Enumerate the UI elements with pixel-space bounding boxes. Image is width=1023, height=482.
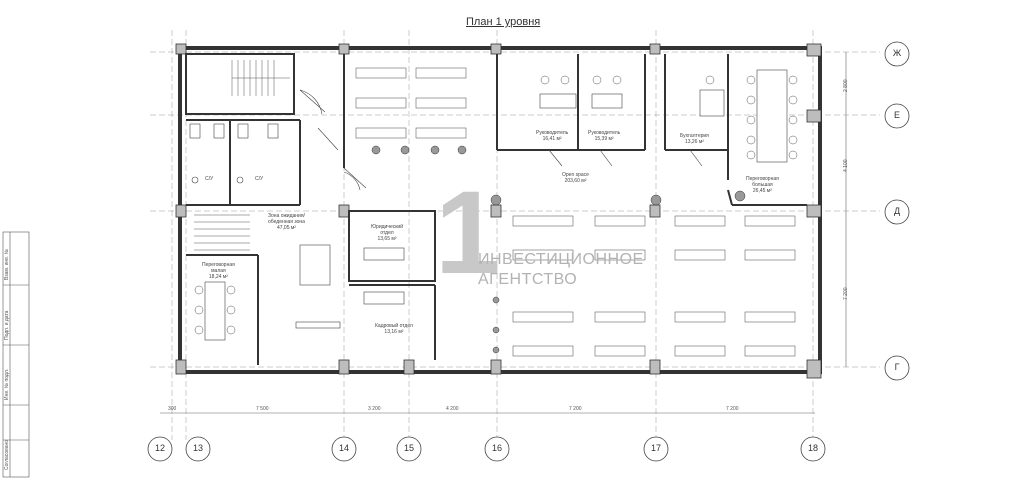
- room-label-wait: Зона ожидания/ обеденная зона 47,05 м²: [268, 213, 305, 231]
- room-name: Open space: [562, 172, 589, 178]
- stamp-podp: Подп. и дата: [4, 310, 10, 340]
- furniture-tables: [204, 69, 788, 341]
- axis-label-zh: Ж: [892, 48, 902, 58]
- plan-title: План 1 уровня: [466, 16, 541, 28]
- room-name: Кадровый отдел: [375, 323, 413, 329]
- axis-label-e: Е: [893, 110, 900, 120]
- room-label-open: Open space 203,60 м²: [562, 172, 589, 184]
- room-label-legal: Юридический отдел 13,65 м²: [371, 224, 403, 242]
- axis-label-12: 12: [154, 443, 165, 453]
- room-area: 15,39 м²: [594, 136, 614, 142]
- dim-bottom-5: 7 200: [569, 406, 582, 412]
- room-area: 18,24 м²: [208, 274, 228, 280]
- dim-bottom-4: 4 200: [446, 406, 459, 412]
- axis-label-16: 16: [491, 443, 502, 453]
- room-area: 26,45 м²: [752, 188, 772, 194]
- axis-label-13: 13: [192, 443, 203, 453]
- room-label-wc1: С/У: [205, 176, 214, 182]
- axis-label-18: 18: [807, 443, 818, 453]
- room-label-nego-small: Переговорная малая 18,24 м²: [202, 262, 235, 280]
- room-label-hr: Кадровый отдел 13,16 м²: [375, 323, 413, 335]
- stairs: [194, 60, 290, 251]
- stamp-inv: Инв. № подл.: [4, 368, 10, 400]
- room-label-head2: Руководитель 15,39 м²: [588, 130, 620, 142]
- brand-line1: ИНВЕСТИЦИОННОЕ: [478, 251, 644, 268]
- stamp-vzam: Взам. инв. №: [4, 249, 10, 280]
- interior-walls: [185, 53, 807, 365]
- room-name: Руководитель: [588, 130, 621, 136]
- axis-label-g: Г: [894, 362, 900, 372]
- dim-right-2: 4 100: [843, 159, 849, 172]
- room-area: 47,05 м²: [276, 225, 296, 231]
- axis-label-d: Д: [893, 206, 901, 216]
- room-name: Юридический отдел: [371, 224, 403, 236]
- room-name: Зона ожидания/ обеденная зона: [268, 213, 305, 225]
- brand-logo-mark: 1: [435, 167, 501, 299]
- desk-cluster-main: [512, 215, 796, 357]
- axis-label-14: 14: [338, 443, 349, 453]
- brand-line2: АГЕНТСТВО: [478, 271, 578, 288]
- room-name: Руководитель: [536, 130, 569, 136]
- title-block-stamp: [2, 231, 30, 478]
- room-area: 203,60 м²: [564, 178, 587, 184]
- room-name: Переговорная малая: [202, 262, 235, 274]
- dim-bottom-3: 3 200: [368, 406, 381, 412]
- chairs: [194, 75, 798, 335]
- axis-label-17: 17: [650, 443, 661, 453]
- dimension-lines: [160, 52, 847, 414]
- dim-right-1: 2 800: [843, 79, 849, 92]
- axis-label-15: 15: [403, 443, 414, 453]
- room-area: 13,26 м²: [684, 139, 704, 145]
- stamp-sogl: Согласовано: [4, 439, 10, 470]
- wc-fixtures: [189, 123, 279, 184]
- room-label-wc2: С/У: [255, 176, 264, 182]
- desk-cluster-north: [355, 67, 467, 139]
- room-name: Переговорная большая: [746, 176, 779, 188]
- brand-text: ИНВЕСТИЦИОННОЕ АГЕНТСТВО: [478, 250, 644, 290]
- room-name: Бухгалтерия: [680, 133, 709, 139]
- columns: [175, 43, 822, 379]
- dim-bottom-1: 300: [168, 406, 177, 412]
- room-label-account: Бухгалтерия 13,26 м²: [680, 133, 709, 145]
- room-label-head1: Руководитель 16,41 м²: [536, 130, 568, 142]
- room-label-nego-big: Переговорная большая 26,45 м²: [746, 176, 779, 194]
- dim-bottom-6: 7 200: [726, 406, 739, 412]
- room-area: 16,41 м²: [542, 136, 562, 142]
- dim-right-3: 7 200: [843, 287, 849, 300]
- plants: [371, 145, 746, 354]
- doors: [299, 89, 703, 191]
- dim-bottom-2: 7 500: [256, 406, 269, 412]
- room-area: 13,65 м²: [377, 236, 397, 242]
- room-area: 13,16 м²: [384, 329, 404, 335]
